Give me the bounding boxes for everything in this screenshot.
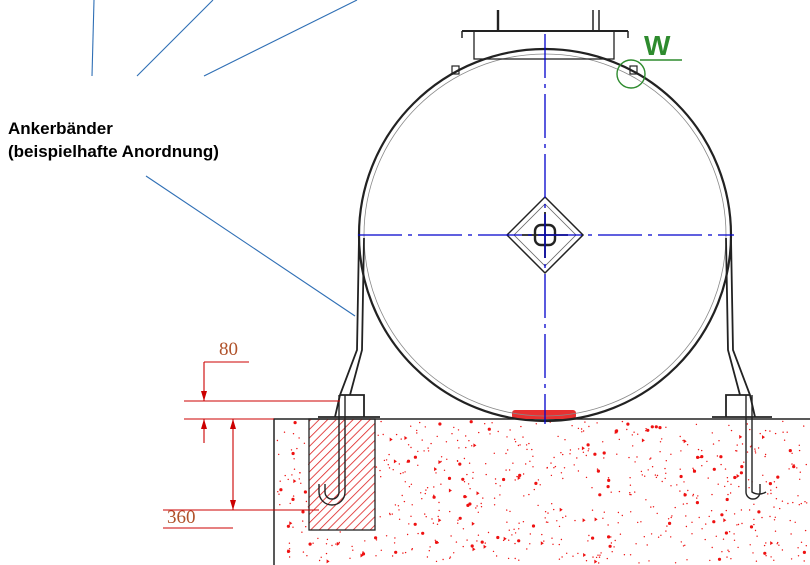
saddle-supports [318, 237, 772, 418]
anchor-pocket [308, 418, 376, 531]
weld-marker: W [616, 30, 682, 89]
dimension-lower-label: 360 [167, 507, 196, 528]
center-lines [358, 34, 734, 424]
dimension-lines [163, 361, 340, 529]
weld-symbol-label: W [644, 30, 671, 61]
leader-lines [91, 0, 358, 317]
callout-line-1: Ankerbänder [8, 119, 113, 138]
anchor-bolts [318, 395, 767, 506]
callout-line-2: (beispielhafte Anordnung) [8, 142, 219, 161]
anchor-band-callout: Ankerbänder (beispielhafte Anordnung) [8, 117, 219, 163]
dimension-arrows [201, 391, 236, 510]
saddle-pad [512, 410, 576, 419]
dimension-upper-label: 80 [219, 339, 238, 360]
concrete-foundation [273, 410, 810, 565]
